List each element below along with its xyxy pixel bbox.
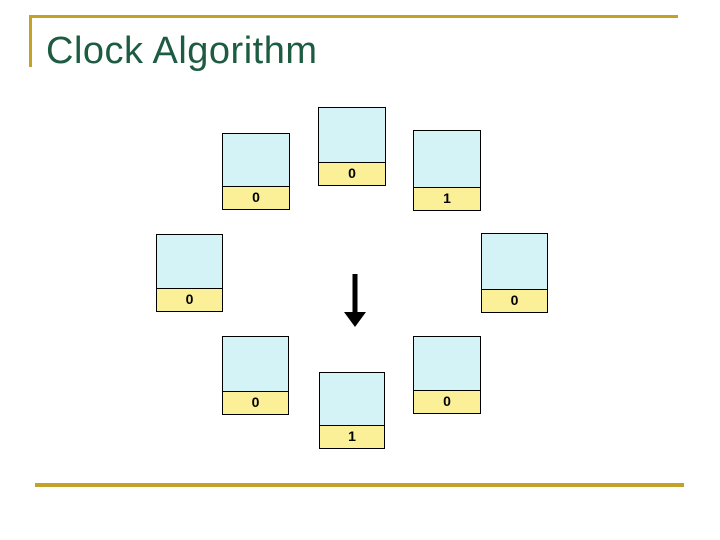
- page-frame-body: [320, 373, 384, 425]
- page-frame-body: [223, 337, 288, 391]
- page-frame-left: 0: [156, 234, 223, 312]
- reference-bit: 0: [414, 390, 480, 413]
- slide-title: Clock Algorithm: [46, 30, 318, 72]
- page-frame-top-left: 0: [222, 133, 290, 210]
- page-frame-top-right: 1: [413, 130, 481, 211]
- reference-bit: 0: [319, 162, 385, 185]
- page-frame-body: [414, 337, 480, 390]
- page-frame-bottom: 1: [319, 372, 385, 449]
- reference-bit: 1: [414, 187, 480, 210]
- page-frame-body: [319, 108, 385, 162]
- page-frame-body: [482, 234, 547, 289]
- bottom-rule: [35, 483, 684, 487]
- reference-bit: 1: [320, 425, 384, 448]
- page-frame-body: [414, 131, 480, 187]
- clock-hand-arrow-icon: [344, 274, 366, 327]
- reference-bit: 0: [223, 391, 288, 414]
- reference-bit: 0: [157, 288, 222, 311]
- top-rule: [29, 15, 678, 18]
- reference-bit: 0: [223, 186, 289, 209]
- page-frame-bottom-left: 0: [222, 336, 289, 415]
- page-frame-bottom-right: 0: [413, 336, 481, 414]
- page-frame-top: 0: [318, 107, 386, 186]
- title-left-rule: [29, 15, 32, 67]
- page-frame-body: [157, 235, 222, 288]
- reference-bit: 0: [482, 289, 547, 312]
- page-frame-right: 0: [481, 233, 548, 313]
- page-frame-body: [223, 134, 289, 186]
